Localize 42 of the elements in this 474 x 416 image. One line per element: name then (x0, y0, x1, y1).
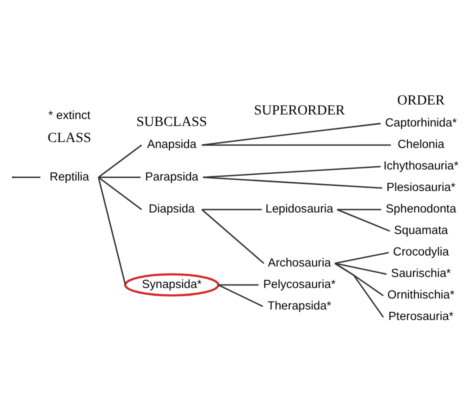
node-text: Pterosauria* (388, 308, 454, 323)
label: SUBCLASS (136, 114, 208, 130)
label: ORDER (397, 93, 445, 108)
node-text: Archosauria (268, 254, 331, 269)
connector (202, 122, 381, 146)
connector (334, 262, 387, 274)
connector (337, 208, 382, 210)
label: CLASS (48, 130, 92, 146)
node-text: Plesiosauria* (386, 180, 456, 194)
connector (218, 284, 264, 307)
connector (336, 208, 390, 232)
node-ellipse: Synapsida* (124, 272, 220, 296)
connector (98, 144, 142, 178)
connector (202, 208, 262, 210)
connector (334, 262, 384, 318)
node-text: Parapsida (145, 168, 198, 183)
connector (202, 165, 381, 178)
node-text: Ornithischia* (387, 287, 455, 302)
node-text: Diapsida (148, 201, 195, 216)
connector (218, 284, 258, 286)
connector (98, 176, 142, 210)
label: SUPERORDER (254, 102, 345, 118)
node-text: Reptilia (50, 168, 90, 183)
node-text: Lepidosauria (266, 201, 334, 216)
connector (334, 251, 389, 264)
node-text: Saurischia* (391, 266, 451, 280)
connector (202, 176, 382, 188)
node-text: Crocodylia (393, 244, 449, 258)
node-text: Captorhinida* (385, 115, 457, 130)
node-text: Squamata (394, 222, 448, 237)
node-text: Chelonia (398, 136, 444, 151)
connector (13, 176, 40, 178)
node-text: Therapsida* (268, 298, 332, 312)
connector (98, 176, 141, 178)
connector (201, 208, 264, 264)
node-text: Pelycosauria* (263, 276, 336, 290)
node-text: Ichythosauria* (383, 158, 458, 172)
label: * extinct (48, 107, 90, 122)
node-text: Sphenodonta (386, 201, 456, 216)
node-text: Anapsida (147, 136, 196, 151)
connector (202, 144, 391, 146)
connector (98, 176, 126, 285)
